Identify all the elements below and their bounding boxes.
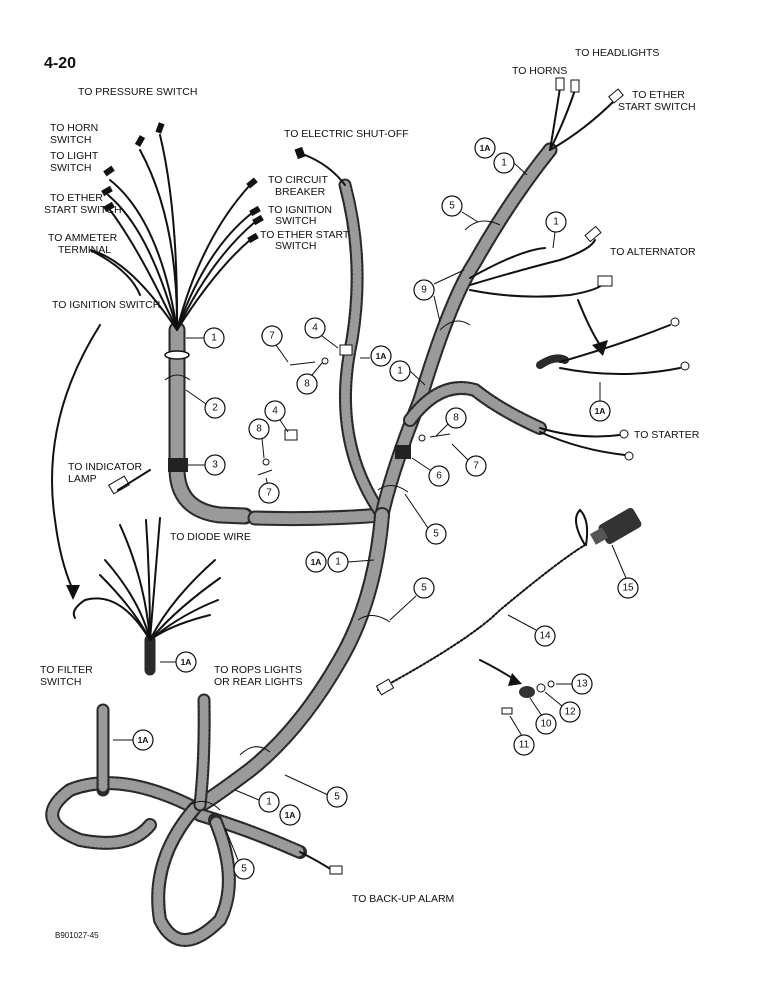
label-diode-wire: TO DIODE WIRE bbox=[170, 531, 251, 543]
label-headlights: TO HEADLIGHTS bbox=[575, 47, 659, 59]
callout-1-low: 1 bbox=[335, 557, 341, 568]
callout-15: 15 bbox=[622, 583, 634, 594]
callout-4-low: 4 bbox=[272, 406, 278, 417]
callout-5-low: 5 bbox=[334, 792, 340, 803]
callout-13: 13 bbox=[576, 679, 588, 690]
label-starter: TO STARTER bbox=[634, 429, 700, 441]
callout-5-top: 5 bbox=[449, 201, 455, 212]
callout-5-bottom: 5 bbox=[241, 864, 247, 875]
label-ether-right: TO ETHER bbox=[632, 89, 685, 101]
callout-9: 9 bbox=[421, 285, 427, 296]
label-filter-switch: TO FILTER bbox=[40, 664, 93, 676]
label-light-switch: TO LIGHT bbox=[50, 150, 99, 162]
label-circuit-breaker-2: BREAKER bbox=[275, 186, 326, 198]
callout-7-right: 7 bbox=[473, 461, 479, 472]
label-ether-left: TO ETHER bbox=[50, 192, 103, 204]
callout-5-lowmid: 5 bbox=[421, 583, 427, 594]
callout-2: 2 bbox=[212, 403, 218, 414]
callout-1a-fan: 1A bbox=[181, 657, 192, 667]
clamps bbox=[164, 220, 501, 811]
label-ether-left-2: START SWITCH bbox=[44, 204, 122, 216]
callout-1a-bottom: 1A bbox=[285, 810, 296, 820]
label-ignition-mid: TO IGNITION bbox=[268, 204, 332, 216]
page-number: 4-20 bbox=[44, 55, 76, 72]
callout-6: 6 bbox=[436, 471, 442, 482]
callout-1a-filter: 1A bbox=[138, 735, 149, 745]
label-circuit-breaker: TO CIRCUIT bbox=[268, 174, 328, 186]
label-indicator-lamp-2: LAMP bbox=[68, 473, 97, 485]
label-filter-switch-2: SWITCH bbox=[40, 676, 81, 688]
callout-12: 12 bbox=[564, 707, 576, 718]
callout-10: 10 bbox=[540, 719, 552, 730]
callouts: 1 2 3 7 4 8 1A 1 4 8 7 1A 1 5 bbox=[113, 137, 639, 880]
upper-left-wire-fan bbox=[89, 122, 264, 331]
callout-1a-low: 1A bbox=[311, 557, 322, 567]
callout-3: 3 bbox=[212, 460, 218, 471]
main-harness bbox=[45, 142, 558, 947]
callout-5-mid: 5 bbox=[433, 529, 439, 540]
callout-1-bottom: 1 bbox=[266, 797, 272, 808]
callout-1-top: 1 bbox=[501, 158, 507, 169]
back-up-alarm-assembly bbox=[299, 507, 642, 875]
callout-14: 14 bbox=[539, 631, 551, 642]
callout-1a-mid: 1A bbox=[376, 351, 387, 361]
figure-id: B901027-45 bbox=[55, 931, 99, 940]
label-rops-lights-2: OR REAR LIGHTS bbox=[214, 676, 303, 688]
label-ammeter-2: TERMINAL bbox=[58, 244, 111, 256]
label-backup-alarm: TO BACK-UP ALARM bbox=[352, 893, 454, 905]
switch-15-icon bbox=[589, 507, 642, 545]
labels: TO PRESSURE SWITCH TO HORN SWITCH TO LIG… bbox=[40, 47, 700, 905]
callout-1a-top: 1A bbox=[480, 143, 491, 153]
label-ignition-left: TO IGNITION SWITCH bbox=[52, 299, 160, 311]
callout-1-mid: 1 bbox=[397, 366, 403, 377]
callout-1-alt: 1 bbox=[553, 217, 559, 228]
callout-11: 11 bbox=[519, 740, 530, 751]
lower-left-wire-fan bbox=[51, 324, 221, 676]
label-horn-switch: TO HORN bbox=[50, 122, 98, 134]
callout-8-right: 8 bbox=[453, 413, 459, 424]
mounting-hardware-icon bbox=[501, 680, 555, 715]
callout-7-low: 7 bbox=[266, 488, 272, 499]
label-rops-lights: TO ROPS LIGHTS bbox=[214, 664, 302, 676]
label-horn-switch-2: SWITCH bbox=[50, 134, 91, 146]
label-ignition-mid-2: SWITCH bbox=[275, 215, 316, 227]
label-ether-right-2: START SWITCH bbox=[618, 101, 696, 113]
label-electric-shutoff: TO ELECTRIC SHUT-OFF bbox=[284, 128, 409, 140]
right-side-wires bbox=[294, 77, 690, 461]
callout-7-top: 7 bbox=[269, 331, 275, 342]
callout-1: 1 bbox=[211, 333, 217, 344]
label-light-switch-2: SWITCH bbox=[50, 162, 91, 174]
callout-1a-alt: 1A bbox=[595, 406, 606, 416]
callout-8-top: 8 bbox=[304, 379, 310, 390]
callout-8-low: 8 bbox=[256, 424, 262, 435]
callout-4-top: 4 bbox=[312, 323, 318, 334]
label-pressure-switch: TO PRESSURE SWITCH bbox=[78, 86, 197, 98]
label-alternator: TO ALTERNATOR bbox=[610, 246, 696, 258]
label-ether-mid: TO ETHER START bbox=[260, 229, 350, 241]
label-horns: TO HORNS bbox=[512, 65, 567, 77]
label-ether-mid-2: SWITCH bbox=[275, 240, 316, 252]
label-ammeter: TO AMMETER bbox=[48, 232, 118, 244]
label-indicator-lamp: TO INDICATOR bbox=[68, 461, 143, 473]
